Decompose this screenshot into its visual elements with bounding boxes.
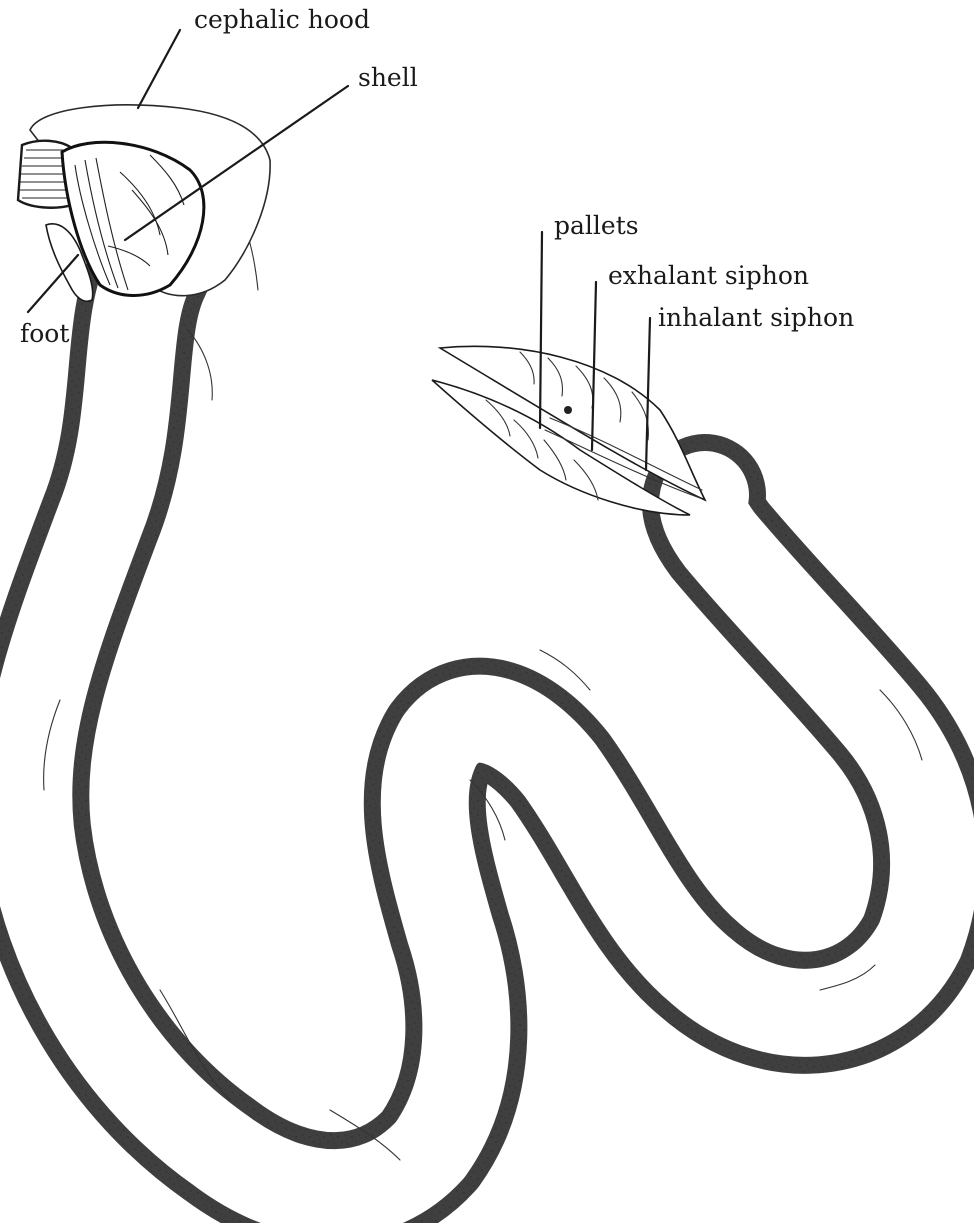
head-region [18, 105, 270, 301]
foot-label: foot [20, 319, 69, 348]
siphon-aperture [564, 406, 572, 414]
exhalant-siphon-label: exhalant siphon [608, 261, 809, 290]
shell-label: shell [358, 63, 418, 92]
inhalant-siphon-label: inhalant siphon [658, 303, 854, 332]
cephalic-hood-label: cephalic hood [194, 5, 370, 34]
pallets-label: pallets [554, 211, 639, 240]
cephalic-hood-leader [138, 30, 180, 108]
